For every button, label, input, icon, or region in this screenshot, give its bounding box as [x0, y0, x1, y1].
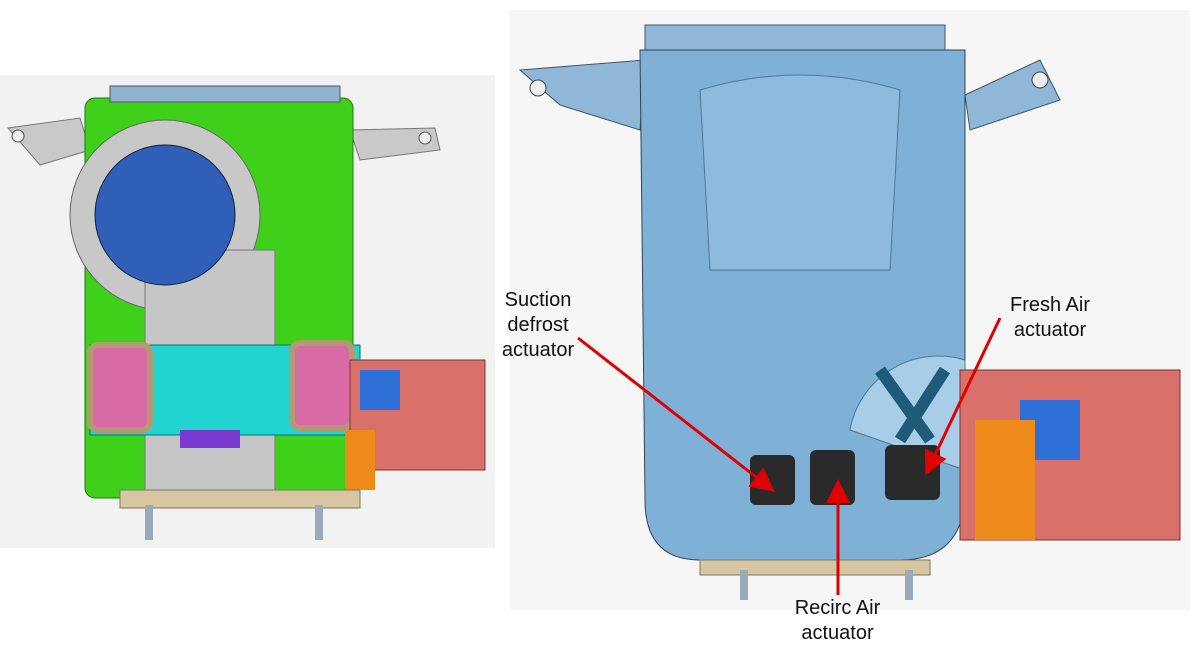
left-hvac-view	[0, 75, 495, 548]
label-line: Suction	[504, 289, 572, 311]
label-line: Fresh Air	[1009, 294, 1091, 316]
suction-defrost-arrow	[577, 336, 775, 492]
blower-wheel	[94, 144, 236, 286]
label-line: Recirc Air	[794, 597, 881, 619]
label-line: defrost	[507, 314, 569, 336]
recirc-air-label: Recirc Air actuator	[775, 596, 900, 646]
label-line: actuator	[801, 622, 874, 644]
fresh-air-arrow	[924, 317, 1002, 476]
fresh-air-label: Fresh Air actuator	[995, 293, 1105, 343]
label-line: actuator	[1013, 319, 1087, 341]
right-hvac-view	[510, 10, 1190, 610]
suction-defrost-label: Suction defrost actuator	[478, 288, 598, 363]
label-line: actuator	[501, 339, 575, 361]
